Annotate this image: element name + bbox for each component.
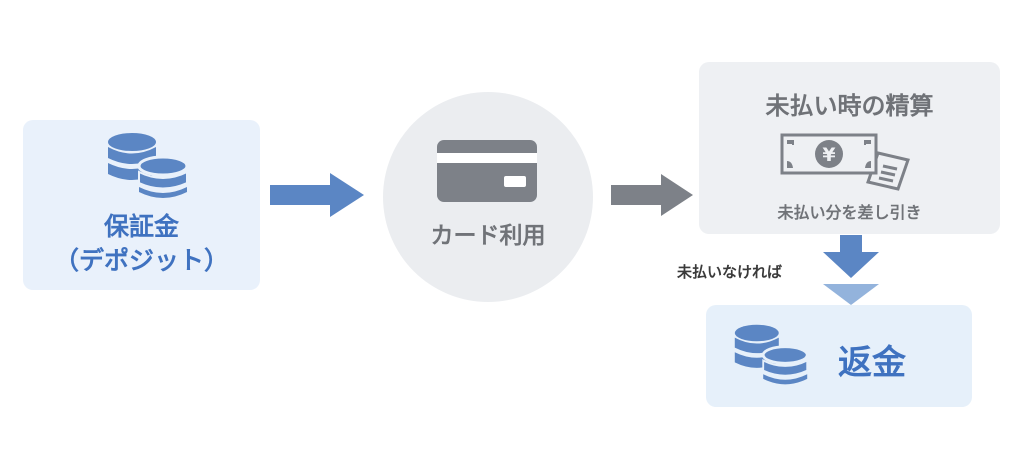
refund-box <box>706 305 972 407</box>
arrow-down-blue-icon <box>823 235 879 278</box>
settlement-title: 未払い時の精算 <box>765 92 934 120</box>
arrow-right-gray-icon <box>611 174 693 216</box>
refund-coins-icon <box>734 324 809 385</box>
card-use-label: カード利用 <box>430 223 546 249</box>
arrow-down-light-blue-icon <box>823 284 879 305</box>
credit-card-icon <box>437 140 537 202</box>
condition-label: 未払いなければ <box>677 263 783 281</box>
deposit-title-line1: 保証金 <box>103 212 179 241</box>
deposit-title-line2: （デポジット） <box>53 246 229 275</box>
deposit-title: 保証金 （デポジット） <box>23 210 260 278</box>
yen-banknote-receipt-icon: ¥ <box>780 133 910 191</box>
settlement-subtitle: 未払い分を差し引き <box>777 203 922 222</box>
coins-icon <box>108 133 189 198</box>
arrow-right-blue-icon <box>270 173 364 217</box>
svg-text:¥: ¥ <box>822 144 835 166</box>
refund-label: 返金 <box>838 343 906 383</box>
